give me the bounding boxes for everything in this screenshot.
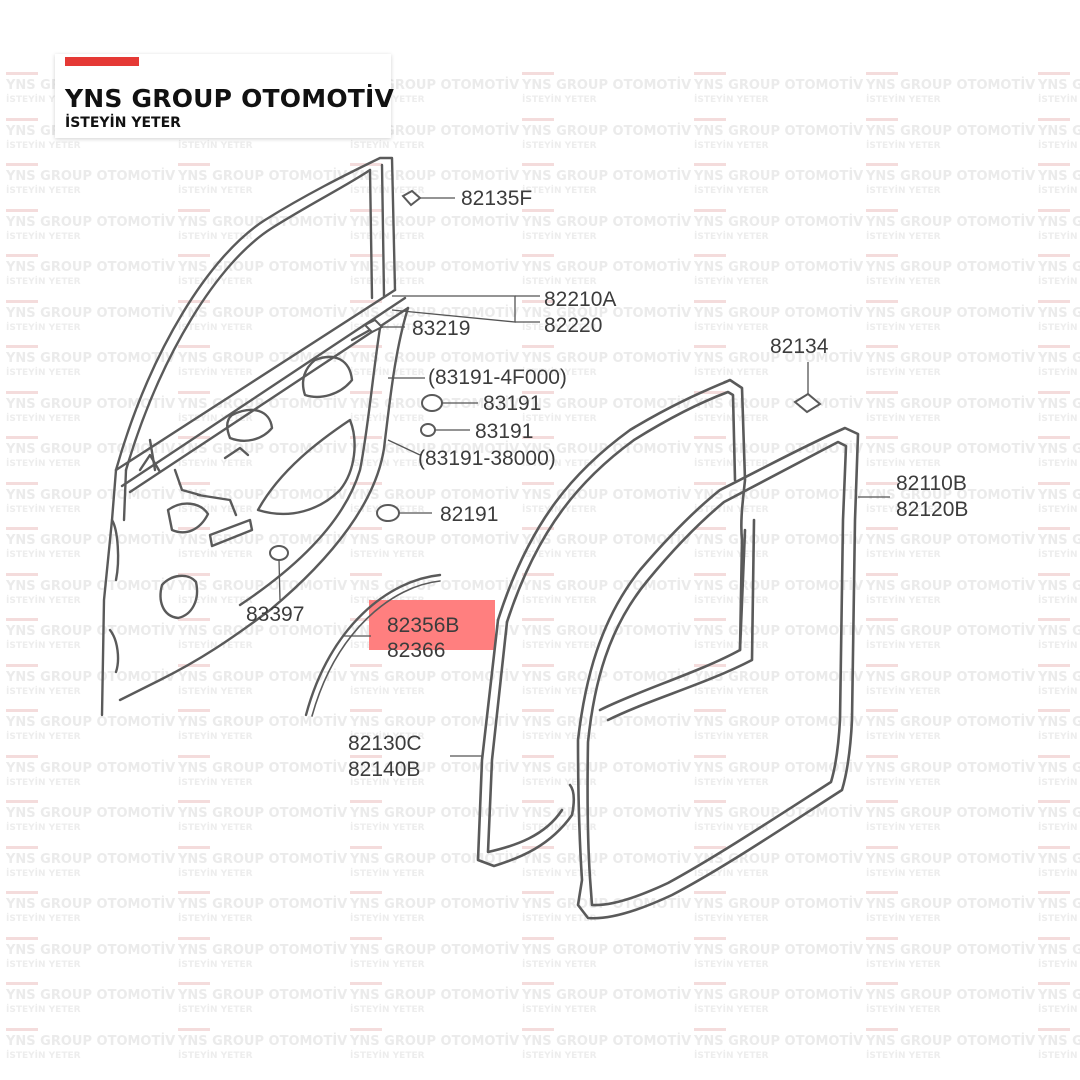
brand-accent-bar — [65, 57, 139, 66]
callout-82220: 82220 — [544, 314, 602, 337]
brand-tagline: İSTEYİN YETER — [65, 115, 181, 131]
brand-logo: YNS GROUP OTOMOTİV İSTEYİN YETER — [55, 54, 395, 138]
callout-83191-38000: (83191-38000) — [418, 447, 556, 470]
brand-name: YNS GROUP OTOMOTİV — [65, 84, 395, 113]
callout-83191-4F000: (83191-4F000) — [428, 366, 567, 389]
callout-83219: 83219 — [412, 317, 470, 340]
callout-82140B: 82140B — [348, 758, 420, 781]
callout-82191: 82191 — [440, 503, 498, 526]
arc-seal-inner — [311, 580, 441, 717]
callout-82110B: 82110B — [896, 472, 967, 495]
part-highlight — [369, 600, 495, 650]
leader-lines — [278, 197, 890, 757]
callout-82356B: 82356B — [387, 614, 459, 637]
callout-82130C: 82130C — [348, 732, 422, 755]
callout-83191-a: 83191 — [483, 392, 541, 415]
weatherstrip-outer — [476, 378, 747, 868]
callout-82135F: 82135F — [461, 187, 532, 210]
callout-83397: 83397 — [246, 603, 304, 626]
callout-82210A: 82210A — [544, 288, 616, 311]
callout-82120B: 82120B — [896, 498, 968, 521]
callout-83191-b: 83191 — [475, 420, 533, 443]
callout-82366: 82366 — [387, 639, 445, 662]
arc-seal — [304, 573, 442, 717]
callout-labels: 82135F 82210A 82220 83219 (83191-4F000) … — [246, 187, 968, 781]
door-shell — [100, 156, 410, 717]
callout-82134: 82134 — [770, 335, 829, 358]
weatherstrip-inner — [576, 426, 860, 920]
